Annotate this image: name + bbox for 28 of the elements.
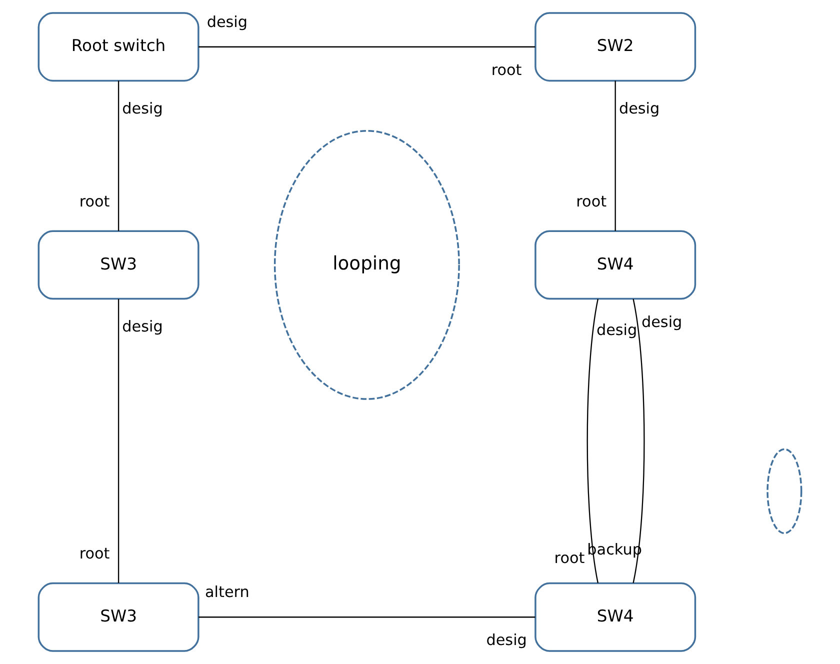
connector bbox=[118, 299, 120, 584]
node-box: SW2 bbox=[534, 12, 696, 82]
label: root bbox=[554, 548, 585, 567]
label: desig bbox=[486, 631, 527, 650]
label: desig bbox=[618, 99, 660, 118]
connector bbox=[632, 298, 645, 584]
node-ellipse: looping bbox=[274, 130, 460, 400]
node-box: SW4 bbox=[534, 230, 696, 300]
node-box: SW3 bbox=[38, 230, 200, 300]
connector bbox=[198, 616, 536, 618]
connector bbox=[614, 80, 616, 232]
label: root bbox=[576, 192, 607, 210]
node-box: Root switch bbox=[38, 12, 200, 82]
label: desig bbox=[122, 318, 163, 336]
connector bbox=[586, 298, 598, 584]
label: desig bbox=[206, 12, 248, 31]
label: desig bbox=[596, 321, 638, 340]
label: root bbox=[79, 544, 110, 562]
node-box: SW4 bbox=[534, 582, 696, 652]
label: desig bbox=[641, 313, 682, 332]
label: altern bbox=[205, 583, 250, 602]
label: root bbox=[491, 60, 522, 79]
node-ellipse bbox=[766, 448, 802, 534]
label: root bbox=[79, 192, 110, 210]
node-box: SW3 bbox=[38, 582, 200, 652]
connector bbox=[118, 80, 120, 232]
connector bbox=[198, 46, 536, 48]
label: desig bbox=[122, 99, 163, 118]
